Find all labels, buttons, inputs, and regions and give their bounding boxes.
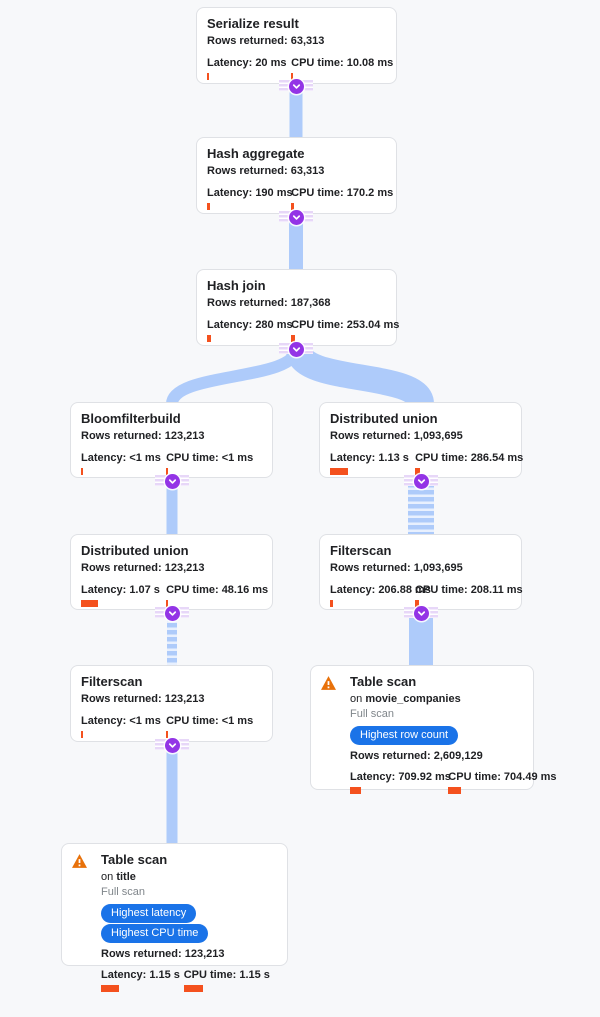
latency-stat: Latency: 1.13 s — [330, 451, 415, 475]
edge-bloomfilterbuild-distributedunion — [166, 479, 178, 536]
latency-bar — [330, 600, 333, 607]
scan-type: Full scan — [101, 886, 146, 898]
latency-bar — [207, 203, 210, 210]
node-title: Distributed union — [81, 543, 189, 558]
latency-bar — [330, 468, 348, 475]
cpu-stat: CPU time: <1 ms — [166, 451, 253, 475]
rows-returned: Rows returned: 123,213 — [81, 693, 205, 705]
plan-node-hash-aggregate[interactable]: Hash aggregate Rows returned: 63,313 Lat… — [196, 137, 397, 214]
edge-filterscan-tablescan-left — [166, 743, 178, 845]
latency-stat: Latency: 1.07 s — [81, 583, 166, 607]
latency-stat: Latency: 709.92 ms — [350, 770, 451, 794]
cpu-bar — [415, 600, 420, 607]
collapse-chevron-down-icon[interactable] — [164, 605, 180, 621]
cpu-bar — [183, 985, 203, 992]
latency-stat: Latency: 20 ms — [207, 56, 291, 80]
collapse-chevron-down-icon[interactable] — [164, 473, 180, 489]
latency-bar — [350, 787, 361, 794]
edge-distributedunion-filterscan-left — [167, 611, 177, 667]
cpu-stat: CPU time: 704.49 ms — [448, 770, 557, 794]
node-title: Table scan — [101, 852, 168, 867]
collapse-chevron-down-icon[interactable] — [413, 473, 429, 489]
cpu-bar — [166, 468, 169, 475]
cpu-stat: CPU time: 170.2 ms — [291, 186, 393, 210]
cpu-bar — [166, 600, 169, 607]
latency-stat: Latency: 1.15 s — [101, 968, 184, 992]
edge-hashjoin-distributedunion — [286, 346, 434, 408]
plan-node-distributed-union-right[interactable]: Distributed union Rows returned: 1,093,6… — [319, 402, 523, 478]
plan-node-serialize-result[interactable]: Serialize result Rows returned: 63,313 L… — [196, 7, 397, 84]
cpu-bar — [415, 468, 421, 475]
highest-latency-badge: Highest latency — [101, 904, 197, 923]
latency-stat: Latency: <1 ms — [81, 451, 166, 475]
cpu-stat: CPU time: 286.54 ms — [415, 451, 523, 475]
edge-hashaggregate-hashjoin — [289, 215, 303, 271]
cpu-stat: CPU time: 253.04 ms — [291, 318, 399, 342]
plan-node-filterscan-left[interactable]: Filterscan Rows returned: 123,213 Latenc… — [70, 665, 273, 742]
latency-stat: Latency: 190 ms — [207, 186, 293, 210]
plan-node-table-scan-movie-companies[interactable]: Table scan on movie_companies Full scan … — [310, 665, 557, 794]
scan-type: Full scan — [350, 708, 395, 720]
latency-bar — [81, 731, 83, 738]
plan-node-filterscan-right[interactable]: Filterscan Rows returned: 1,093,695 Late… — [319, 534, 523, 610]
edge-hashjoin-bloomfilterbuild — [166, 347, 302, 406]
node-title: Filterscan — [330, 543, 392, 558]
node-title: Filterscan — [81, 674, 143, 689]
rows-returned: Rows returned: 123,213 — [81, 430, 205, 442]
table-name: on title — [101, 871, 136, 883]
rows-returned: Rows returned: 187,368 — [207, 297, 331, 309]
collapse-chevron-down-icon[interactable] — [288, 209, 304, 225]
node-title: Hash aggregate — [207, 146, 305, 161]
cpu-stat: CPU time: <1 ms — [166, 714, 253, 738]
warning-icon — [72, 854, 87, 873]
latency-bar — [81, 600, 98, 607]
cpu-bar — [448, 787, 462, 794]
node-title: Distributed union — [330, 411, 438, 426]
plan-node-hash-join[interactable]: Hash join Rows returned: 187,368 Latency… — [196, 269, 399, 346]
node-title: Serialize result — [207, 16, 299, 31]
latency-bar — [101, 985, 119, 992]
cpu-bar — [291, 335, 296, 342]
collapse-chevron-down-icon[interactable] — [288, 341, 304, 357]
plan-node-table-scan-title[interactable]: Table scan on title Full scan Highest la… — [61, 843, 288, 992]
plan-node-bloomfilterbuild[interactable]: Bloomfilterbuild Rows returned: 123,213 … — [70, 402, 273, 478]
node-title: Bloomfilterbuild — [81, 411, 181, 426]
latency-stat: Latency: 206.88 ms — [330, 583, 431, 607]
rows-returned: Rows returned: 63,313 — [207, 35, 325, 47]
collapse-chevron-down-icon[interactable] — [288, 78, 304, 94]
collapse-chevron-down-icon[interactable] — [413, 605, 429, 621]
table-name: on movie_companies — [350, 693, 461, 705]
warning-icon — [321, 676, 336, 695]
latency-bar — [207, 73, 209, 80]
node-title: Table scan — [350, 674, 417, 689]
rows-returned: Rows returned: 123,213 — [101, 948, 225, 960]
rows-returned: Rows returned: 1,093,695 — [330, 430, 463, 442]
node-title: Hash join — [207, 278, 266, 293]
rows-returned: Rows returned: 2,609,129 — [350, 750, 483, 762]
latency-stat: Latency: 280 ms — [207, 318, 293, 342]
cpu-bar — [291, 73, 294, 80]
rows-returned: Rows returned: 1,093,695 — [330, 562, 463, 574]
rows-returned: Rows returned: 63,313 — [207, 165, 325, 177]
cpu-stat: CPU time: 1.15 s — [183, 968, 270, 992]
highest-row-count-badge: Highest row count — [350, 726, 459, 745]
latency-bar — [81, 468, 83, 475]
cpu-stat: CPU time: 208.11 ms — [415, 583, 523, 607]
latency-bar — [207, 335, 211, 342]
collapse-chevron-down-icon[interactable] — [164, 737, 180, 753]
highest-cpu-time-badge: Highest CPU time — [101, 924, 209, 943]
latency-stat: Latency: <1 ms — [81, 714, 166, 738]
cpu-bar — [291, 203, 295, 210]
cpu-stat: CPU time: 48.16 ms — [166, 583, 268, 607]
plan-node-distributed-union-left[interactable]: Distributed union Rows returned: 123,213… — [70, 534, 273, 610]
cpu-stat: CPU time: 10.08 ms — [291, 56, 393, 80]
rows-returned: Rows returned: 123,213 — [81, 562, 205, 574]
edge-distributedunion-filterscan-right — [408, 479, 434, 536]
cpu-bar — [166, 731, 169, 738]
edge-serialize-hashaggregate — [289, 84, 303, 139]
